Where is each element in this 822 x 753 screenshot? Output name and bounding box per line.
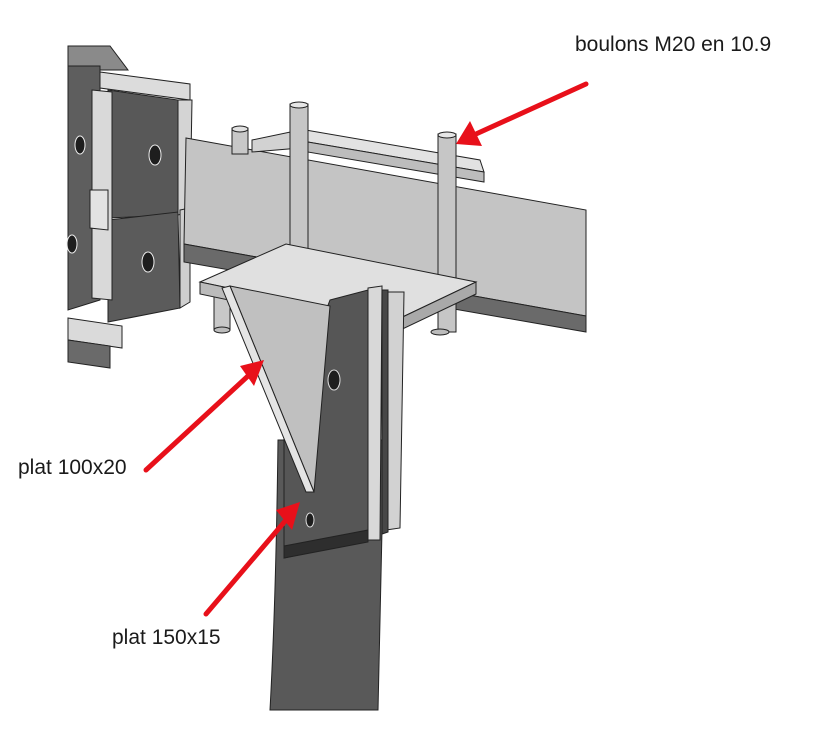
hole [141, 251, 155, 273]
hole [74, 135, 86, 155]
bolt-rod-top [289, 101, 309, 109]
arrow-plat100-line [143, 373, 251, 473]
back-bolts [213, 125, 249, 334]
vertical-hanger [269, 285, 405, 711]
label-plat-100x20: plat 100x20 [18, 456, 127, 479]
top-clamp-plate [251, 127, 485, 183]
hole [148, 144, 162, 166]
left-bottom-body [67, 339, 111, 369]
plate-bottom-cap [283, 529, 369, 559]
label-bolts: boulons M20 en 10.9 [575, 33, 772, 56]
annotation-arrows [143, 81, 589, 617]
left-block-upper [107, 89, 179, 219]
arrow-plat100-head [240, 360, 264, 386]
hole [327, 369, 341, 391]
left-column-top-cap [67, 45, 129, 71]
plate-edge-strip-2 [385, 291, 405, 531]
hole [66, 234, 78, 254]
hole [305, 512, 315, 528]
bolt-rod-top [437, 131, 457, 139]
bolt-rod-bottom [430, 328, 450, 336]
left-column-assembly [66, 45, 193, 369]
plate-edge-strip [367, 285, 383, 541]
arrow-plat150-head [276, 502, 300, 530]
arrow-plat150-line [203, 517, 289, 617]
arrow-bolts-line [473, 81, 589, 137]
gusset-100x20 [221, 285, 331, 493]
left-flange-strip-lower [89, 189, 109, 231]
bolt-end [213, 326, 231, 334]
bolt-end [231, 125, 249, 133]
gusset-edge [221, 285, 315, 493]
label-plat-150x15: plat 150x15 [112, 626, 221, 649]
arrow-bolts-head [456, 121, 482, 146]
left-bottom-plate [67, 317, 123, 349]
plate-edge-dark [381, 289, 389, 535]
